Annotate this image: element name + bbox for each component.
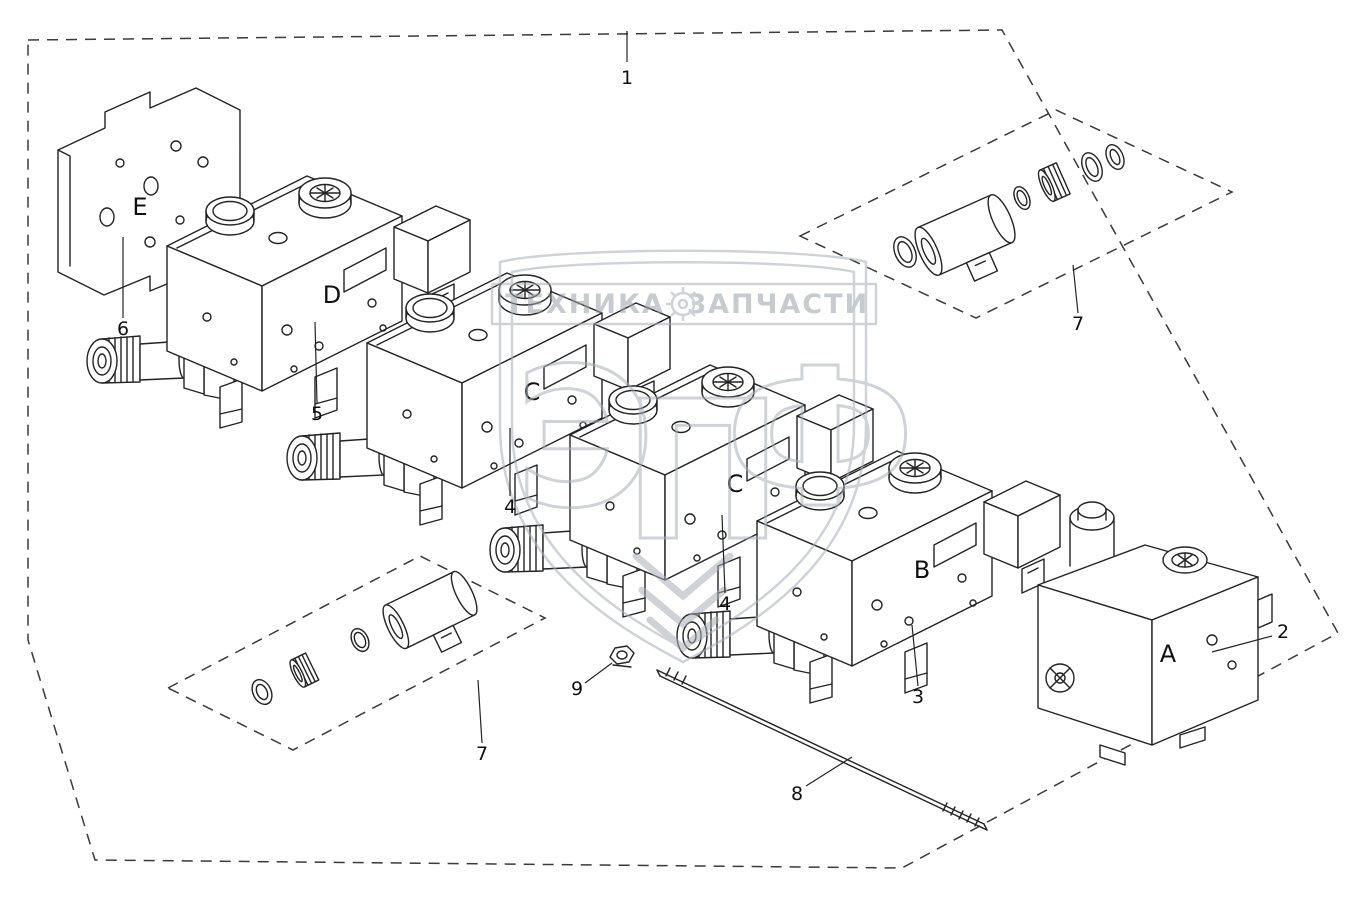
tie-rod: [656, 667, 988, 831]
wheat-chevrons: [632, 552, 734, 653]
leader-lines: [122, 31, 1273, 787]
watermark-banner-right: ЗАПЧАСТИ: [687, 289, 869, 320]
seal-kit-top-parts: [893, 143, 1125, 282]
callout-7-top: 7: [1072, 313, 1084, 335]
callout-2: 2: [1277, 621, 1289, 643]
inlet-section-a: [1037, 501, 1273, 766]
section-letter-c-front: C: [727, 470, 744, 498]
seal-kit-bottom-parts: [251, 570, 478, 706]
watermark-letter-1: Э: [515, 328, 656, 551]
section-letter-d: D: [323, 281, 341, 309]
section-letter-a: A: [1160, 640, 1177, 668]
callout-4-lower: 4: [719, 593, 731, 615]
callout-6: 6: [117, 318, 129, 340]
watermark-letter-2: П: [623, 361, 784, 584]
knurled-nut: [1037, 162, 1071, 203]
callout-7-bottom: 7: [476, 743, 488, 765]
section-letter-c-rear: C: [524, 378, 541, 406]
callout-8: 8: [791, 783, 803, 805]
callout-1: 1: [621, 67, 633, 89]
section-letter-b: B: [914, 556, 930, 584]
knurled-nut: [289, 652, 320, 688]
watermark-letter-3: Ф: [725, 328, 915, 551]
seal-kit-box-top: [798, 109, 1234, 319]
watermark: ТЕХНИКА ЗАПЧАСТИ Э П Ф: [490, 249, 917, 664]
callout-4-upper: 4: [504, 496, 516, 518]
section-letter-e: E: [132, 193, 147, 221]
solenoid-coil: [382, 570, 478, 653]
solenoid-coil: [914, 193, 1016, 282]
assembly-boundary: [27, 29, 1340, 869]
callout-3: 3: [912, 686, 924, 708]
rod-nut: [609, 645, 635, 668]
gear-icon: [666, 287, 700, 321]
watermark-banner-left: ТЕХНИКА: [505, 289, 665, 320]
seal-kit-box-bottom: [166, 555, 547, 751]
callout-9: 9: [571, 678, 583, 700]
callout-5: 5: [311, 403, 323, 425]
